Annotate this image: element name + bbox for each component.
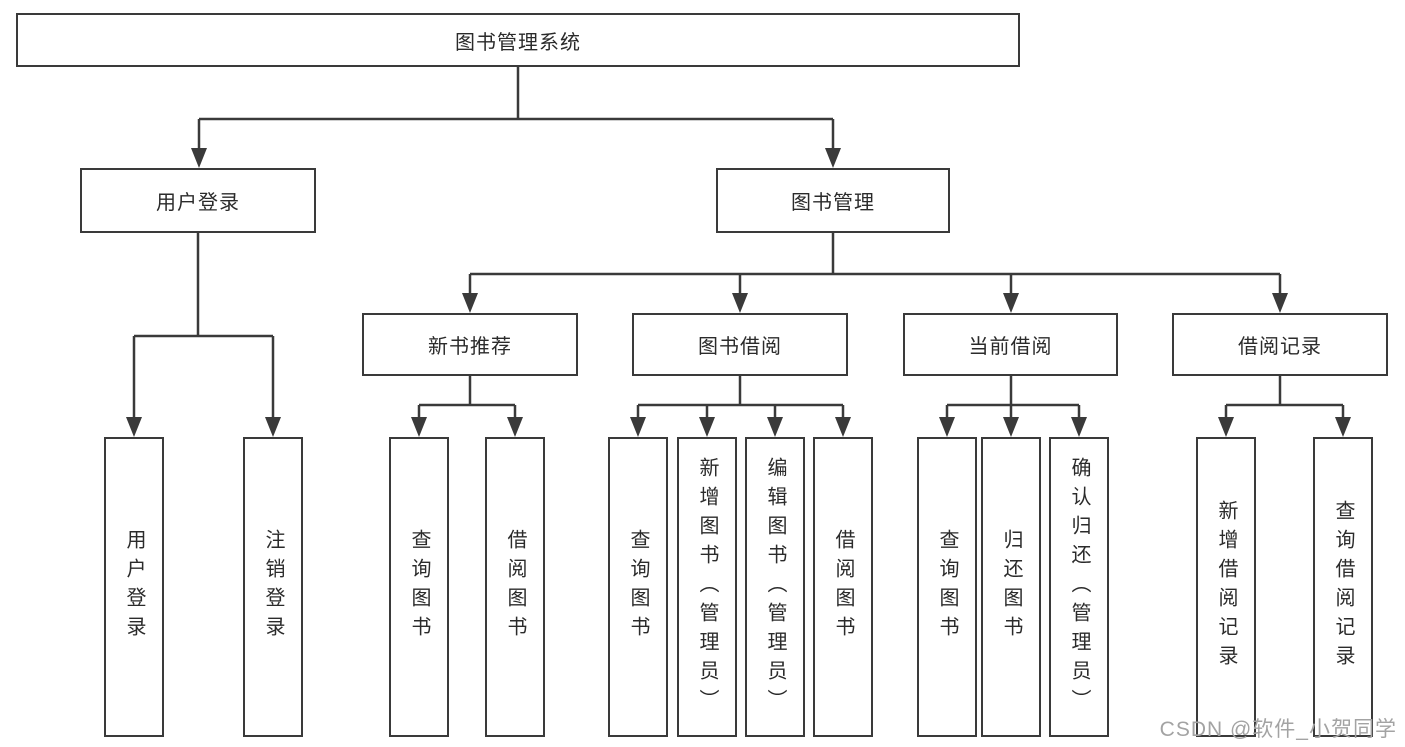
arrowhead bbox=[411, 417, 427, 437]
arrowhead bbox=[767, 417, 783, 437]
connector-newbook-to-leaves bbox=[417, 376, 517, 420]
connector-root-to-level2 bbox=[197, 67, 835, 150]
node-user-login: 用户登录 bbox=[80, 168, 316, 233]
arrowhead bbox=[191, 148, 207, 168]
leaf-edit-book-admin: 编辑图书（管理员） bbox=[745, 437, 805, 737]
arrowhead bbox=[507, 417, 523, 437]
csdn-watermark: CSDN @软件_小贺同学 bbox=[1159, 718, 1397, 741]
node-label: 确认归还（管理员） bbox=[1068, 456, 1090, 718]
connector-current-to-leaves bbox=[945, 376, 1081, 420]
node-label: 借阅图书 bbox=[504, 529, 526, 645]
leaf-borrow-book-recommend: 借阅图书 bbox=[485, 437, 545, 737]
arrowhead bbox=[462, 293, 478, 313]
arrowhead bbox=[825, 148, 841, 168]
arrowhead bbox=[1335, 417, 1351, 437]
node-current-borrow: 当前借阅 bbox=[903, 313, 1118, 376]
node-label: 当前借阅 bbox=[968, 336, 1053, 358]
node-label: 查询图书 bbox=[408, 529, 430, 645]
node-borrow-records: 借阅记录 bbox=[1172, 313, 1388, 376]
connector-borrow-to-leaves bbox=[636, 376, 845, 420]
node-book-management: 图书管理 bbox=[716, 168, 950, 233]
arrowhead bbox=[1003, 293, 1019, 313]
leaf-query-book-current: 查询图书 bbox=[917, 437, 977, 737]
arrowhead bbox=[699, 417, 715, 437]
arrowhead bbox=[1003, 417, 1019, 437]
node-label: 图书管理系统 bbox=[455, 31, 581, 54]
node-label: 用户登录 bbox=[156, 192, 240, 214]
arrowhead bbox=[1272, 293, 1288, 313]
node-label: 新增图书（管理员） bbox=[696, 456, 718, 718]
arrowhead bbox=[1071, 417, 1087, 437]
arrowhead bbox=[1218, 417, 1234, 437]
leaf-borrow-book: 借阅图书 bbox=[813, 437, 873, 737]
connector-records-to-leaves bbox=[1224, 376, 1345, 420]
node-new-book-recommend: 新书推荐 bbox=[362, 313, 578, 376]
node-label: 查询图书 bbox=[936, 529, 958, 645]
leaf-return-book: 归还图书 bbox=[981, 437, 1041, 737]
leaf-query-borrow-record: 查询借阅记录 bbox=[1313, 437, 1373, 737]
arrowhead bbox=[835, 417, 851, 437]
node-label: 编辑图书（管理员） bbox=[764, 456, 786, 718]
connector-login-to-leaves bbox=[132, 233, 275, 420]
arrowhead bbox=[732, 293, 748, 313]
leaf-add-borrow-record: 新增借阅记录 bbox=[1196, 437, 1256, 737]
node-label: 图书借阅 bbox=[698, 336, 782, 358]
leaf-add-book-admin: 新增图书（管理员） bbox=[677, 437, 737, 737]
node-label: 新增借阅记录 bbox=[1215, 500, 1237, 674]
node-label: 新书推荐 bbox=[428, 336, 512, 358]
node-book-borrow: 图书借阅 bbox=[632, 313, 848, 376]
arrowhead bbox=[126, 417, 142, 437]
node-label: 查询借阅记录 bbox=[1332, 500, 1354, 674]
leaf-query-book-recommend: 查询图书 bbox=[389, 437, 449, 737]
leaf-logout: 注销登录 bbox=[243, 437, 303, 737]
node-label: 查询图书 bbox=[627, 529, 649, 645]
connector-mgmt-to-level3 bbox=[468, 233, 1282, 296]
node-label: 借阅图书 bbox=[832, 529, 854, 645]
leaf-confirm-return-admin: 确认归还（管理员） bbox=[1049, 437, 1109, 737]
leaf-user-login: 用户登录 bbox=[104, 437, 164, 737]
arrowhead bbox=[939, 417, 955, 437]
node-label: 用户登录 bbox=[123, 529, 145, 645]
leaf-query-book-borrow: 查询图书 bbox=[608, 437, 668, 737]
arrowhead bbox=[265, 417, 281, 437]
node-label: 归还图书 bbox=[1000, 529, 1022, 645]
node-root-system: 图书管理系统 bbox=[16, 13, 1020, 67]
node-label: 借阅记录 bbox=[1238, 336, 1322, 358]
node-label: 图书管理 bbox=[791, 192, 875, 214]
node-label: 注销登录 bbox=[262, 529, 284, 645]
arrowhead bbox=[630, 417, 646, 437]
